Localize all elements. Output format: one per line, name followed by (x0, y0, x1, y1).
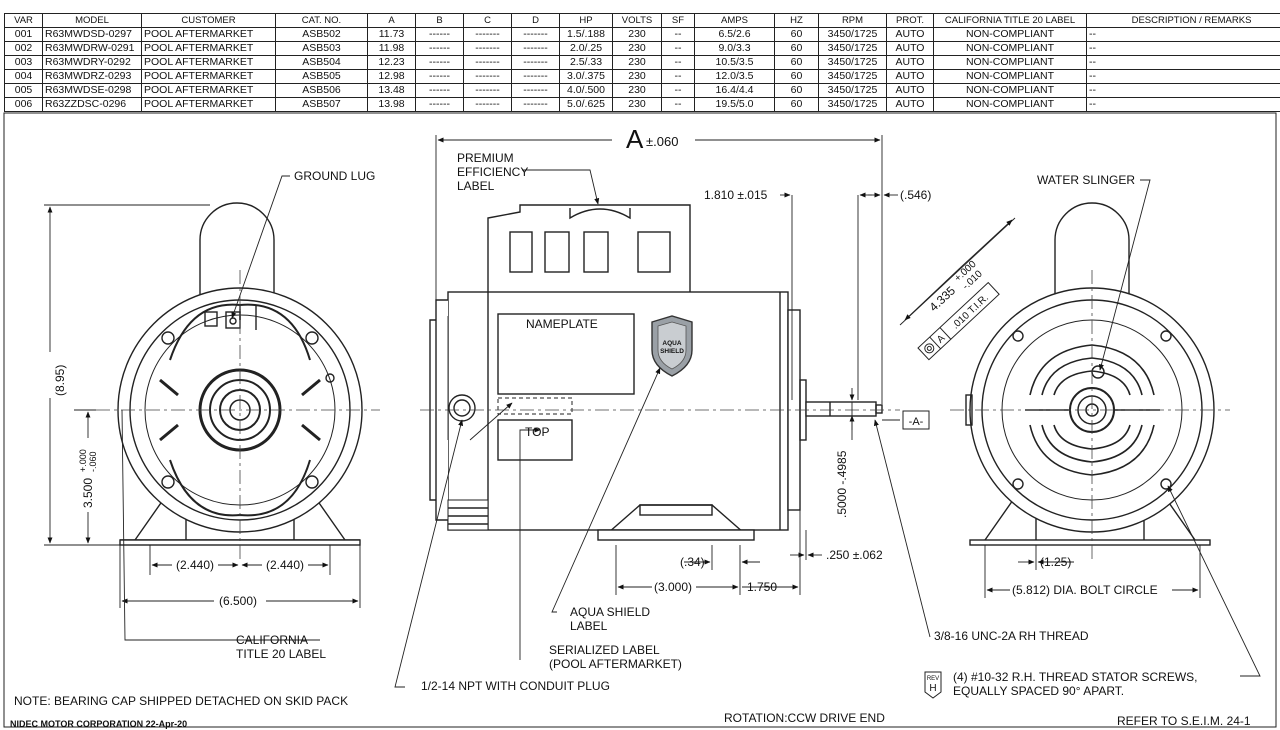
footer-refer: REFER TO S.E.I.M. 24-1 (1117, 714, 1251, 728)
shield-line-1: AQUA (662, 340, 681, 347)
dim-6500: (6.500) (219, 594, 257, 608)
rev-label: REV (927, 676, 939, 682)
footer-rotation: ROTATION:CCW DRIVE END (724, 711, 885, 725)
dim-3000: (3.000) (654, 580, 692, 594)
thread-label: 3/8-16 UNC-2A RH THREAD (934, 629, 1089, 643)
dim-1750: 1.750 (747, 580, 777, 594)
water-slinger-label: WATER SLINGER (1037, 173, 1135, 187)
stator-screws-label-1: (4) #10-32 R.H. THREAD STATOR SCREWS, (953, 670, 1198, 684)
serialized-label-2: (POOL AFTERMARKET) (549, 657, 682, 671)
right-end-view (965, 202, 1215, 546)
rev-letter: H (929, 683, 936, 694)
table-cell: NON-COMPLIANT (933, 97, 1087, 112)
dim-5000: .5000 -.4985 (835, 450, 849, 518)
shield-line-2: SHIELD (660, 348, 684, 355)
datum-a-label: -A- (909, 416, 924, 428)
stator-screws-label-2: EQUALLY SPACED 90° APART. (953, 684, 1124, 698)
top-label: TOP (525, 425, 549, 439)
drawing-frame (3, 112, 1277, 728)
aqua-shield-badge: AQUA SHIELD (651, 315, 693, 377)
dimension-texts: A ±.060 1.810 ±.015 (.546) (8.95) 3.500 … (53, 124, 1158, 608)
dim-34: (.34) (680, 555, 705, 569)
leader-lines (121, 169, 1261, 688)
side-view (429, 204, 883, 541)
dim-1810: 1.810 ±.015 (704, 188, 768, 202)
dim-3500: 3.500 (81, 478, 95, 508)
dim-5812: (5.812) DIA. BOLT CIRCLE (1012, 583, 1158, 597)
table-cell: ASB507 (275, 97, 368, 112)
annotation-labels: GROUND LUG PREMIUM EFFICIENCY LABEL WATE… (236, 151, 1198, 698)
footer-note: NOTE: BEARING CAP SHIPPED DETACHED ON SK… (14, 694, 348, 708)
nameplate-label: NAMEPLATE (526, 317, 598, 331)
table-cell: ------ (415, 97, 464, 112)
dim-250: .250 ±.062 (826, 548, 883, 562)
dim-a-tol: ±.060 (646, 134, 678, 149)
table-cell: AUTO (886, 97, 934, 112)
premium-label-1: PREMIUM (457, 151, 514, 165)
right-centerlines (950, 270, 1230, 560)
dim-546: (.546) (900, 188, 931, 202)
aqua-shield-label-1: AQUA SHIELD (570, 605, 650, 619)
dim-a-main: A (626, 124, 644, 154)
dim-895: (8.95) (53, 365, 67, 396)
dim-2440-left: (2.440) (176, 558, 214, 572)
california-label-1: CALIFORNIA (236, 633, 308, 647)
dim-3500-tol-bot: -.060 (88, 451, 98, 472)
footer: NOTE: BEARING CAP SHIPPED DETACHED ON SK… (10, 694, 1251, 729)
dimension-lines (44, 135, 1201, 608)
table-cell: 13.98 (367, 97, 416, 112)
premium-label-3: LABEL (457, 179, 495, 193)
table-cell: POOL AFTERMARKET (141, 97, 276, 112)
dim-125: (1.25) (1040, 555, 1071, 569)
table-cell: 19.5/5.0 (694, 97, 775, 112)
datum-a-box (902, 410, 930, 430)
left-centerlines (96, 270, 380, 560)
california-label-2: TITLE 20 LABEL (236, 647, 326, 661)
footer-company: NIDEC MOTOR CORPORATION 22-Apr-20 (10, 719, 187, 729)
dim-3500-tol-top: +.000 (78, 449, 88, 472)
table-cell: -- (1086, 97, 1280, 112)
premium-label-2: EFFICIENCY (457, 165, 528, 179)
serialized-label-1: SERIALIZED LABEL (549, 643, 660, 657)
aqua-shield-label-2: LABEL (570, 619, 608, 633)
ground-lug-label: GROUND LUG (294, 169, 375, 183)
dim-2440-right: (2.440) (266, 558, 304, 572)
rev-symbol: REV H (924, 671, 942, 699)
npt-label: 1/2-14 NPT WITH CONDUIT PLUG (421, 679, 610, 693)
table-cell: R63ZZDSC-0296 (42, 97, 142, 112)
dim-4335: 4.335 (926, 283, 958, 314)
